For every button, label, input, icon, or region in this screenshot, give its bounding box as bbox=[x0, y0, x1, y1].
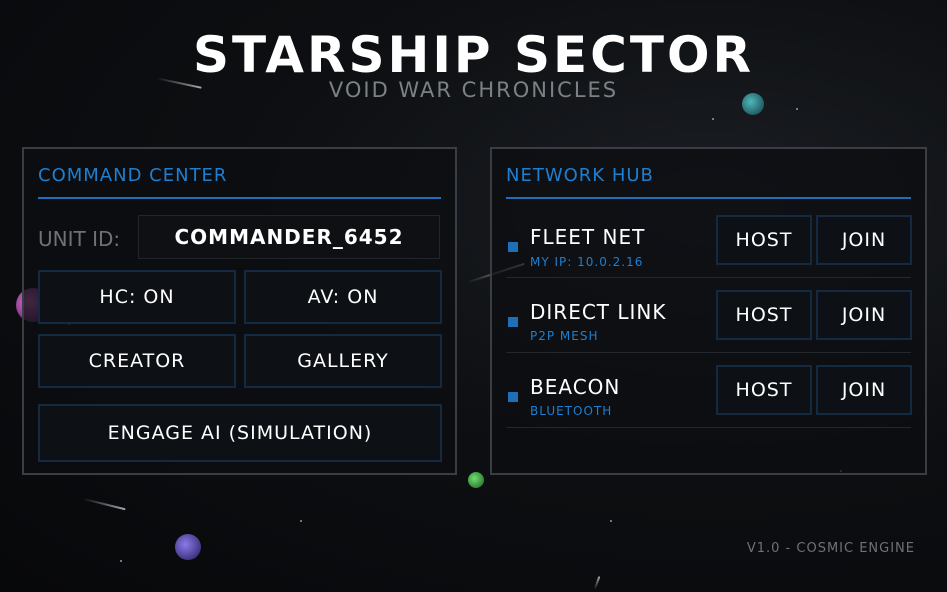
command-center-heading: COMMAND CENTER bbox=[38, 165, 228, 186]
row-divider bbox=[506, 427, 911, 428]
creator-button[interactable]: CREATOR bbox=[38, 334, 236, 388]
network-name: FLEET NET bbox=[530, 225, 646, 249]
purple-planet-icon bbox=[175, 534, 201, 560]
command-center-panel: COMMAND CENTER UNIT ID: COMMANDER_6452 H… bbox=[22, 147, 457, 475]
fleet-net-join-button[interactable]: JOIN bbox=[816, 215, 912, 265]
meteor-streak bbox=[593, 576, 601, 590]
star bbox=[712, 118, 714, 120]
direct-link-join-button[interactable]: JOIN bbox=[816, 290, 912, 340]
gallery-button[interactable]: GALLERY bbox=[244, 334, 442, 388]
av-toggle-button[interactable]: AV: ON bbox=[244, 270, 442, 324]
panel-divider bbox=[38, 197, 441, 199]
network-hub-heading: NETWORK HUB bbox=[506, 165, 654, 186]
network-name: BEACON bbox=[530, 375, 621, 399]
network-subtitle: BLUETOOTH bbox=[530, 404, 613, 418]
unit-id-field[interactable]: COMMANDER_6452 bbox=[138, 215, 440, 259]
hc-toggle-button[interactable]: HC: ON bbox=[38, 270, 236, 324]
direct-link-host-button[interactable]: HOST bbox=[716, 290, 812, 340]
network-hub-panel: NETWORK HUB FLEET NET MY IP: 10.0.2.16 H… bbox=[490, 147, 927, 475]
fleet-net-host-button[interactable]: HOST bbox=[716, 215, 812, 265]
panel-divider bbox=[506, 197, 911, 199]
green-planet-icon bbox=[468, 472, 484, 488]
version-label: V1.0 - COSMIC ENGINE bbox=[746, 541, 915, 556]
meteor-streak bbox=[82, 497, 126, 511]
beacon-join-button[interactable]: JOIN bbox=[816, 365, 912, 415]
status-square-icon bbox=[508, 392, 518, 402]
status-square-icon bbox=[508, 242, 518, 252]
row-divider bbox=[506, 277, 911, 278]
network-subtitle: P2P MESH bbox=[530, 329, 599, 343]
teal-planet-icon bbox=[742, 93, 764, 115]
network-name: DIRECT LINK bbox=[530, 300, 667, 324]
star bbox=[610, 520, 612, 522]
game-title: STARSHIP SECTOR bbox=[193, 26, 754, 84]
network-subtitle: MY IP: 10.0.2.16 bbox=[530, 255, 644, 269]
unit-id-label: UNIT ID: bbox=[38, 227, 121, 251]
status-square-icon bbox=[508, 317, 518, 327]
star bbox=[300, 520, 302, 522]
row-divider bbox=[506, 352, 911, 353]
game-subtitle: VOID WAR CHRONICLES bbox=[328, 78, 619, 102]
engage-ai-button[interactable]: ENGAGE AI (SIMULATION) bbox=[38, 404, 442, 462]
star bbox=[796, 108, 798, 110]
star bbox=[120, 560, 122, 562]
beacon-host-button[interactable]: HOST bbox=[716, 365, 812, 415]
